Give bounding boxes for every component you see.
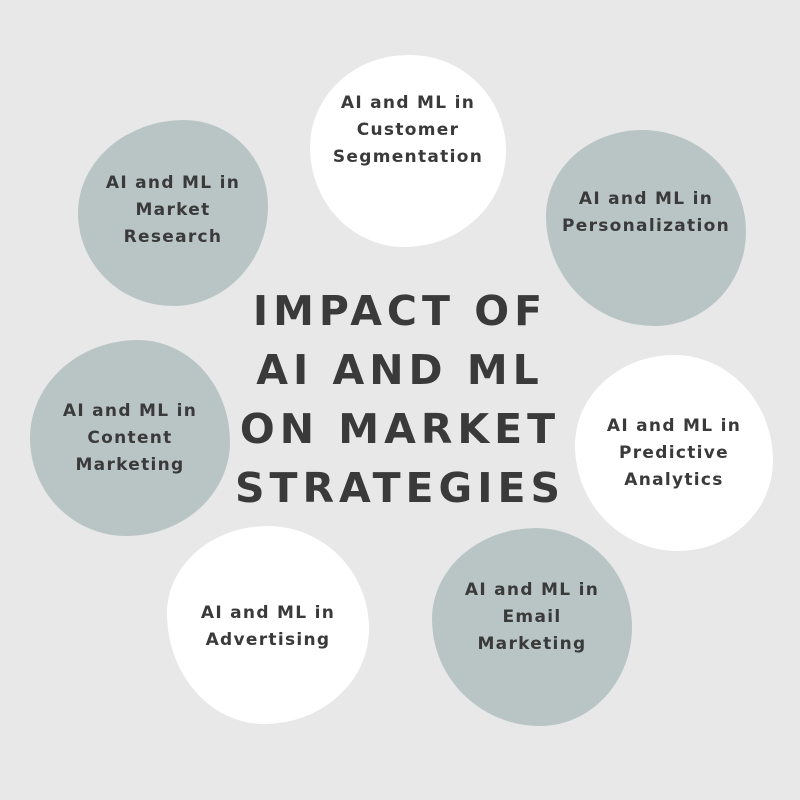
diagram-title: IMPACT OF AI AND ML ON MARKET STRATEGIES — [234, 287, 566, 512]
node-advertising: AI and ML in Advertising — [167, 526, 369, 724]
node-label: AI and ML in Email Marketing — [464, 579, 600, 654]
node-label: AI and ML in Customer Segmentation — [332, 92, 484, 167]
node-market-research: AI and ML in Market Research — [78, 120, 268, 306]
node-content-marketing: AI and ML in Content Marketing — [30, 340, 230, 536]
node-label: AI and ML in Advertising — [200, 603, 336, 650]
node-label: AI and ML in Content Marketing — [62, 400, 198, 475]
node-customer-segmentation: AI and ML in Customer Segmentation — [310, 55, 506, 247]
node-personalization: AI and ML in Personalization — [546, 130, 746, 326]
node-label: AI and ML in Personalization — [561, 189, 730, 236]
node-label: AI and ML in Market Research — [105, 172, 241, 247]
node-email-marketing: AI and ML in Email Marketing — [432, 528, 632, 726]
node-predictive-analytics: AI and ML in Predictive Analytics — [575, 355, 773, 551]
node-label: AI and ML in Predictive Analytics — [606, 415, 742, 490]
